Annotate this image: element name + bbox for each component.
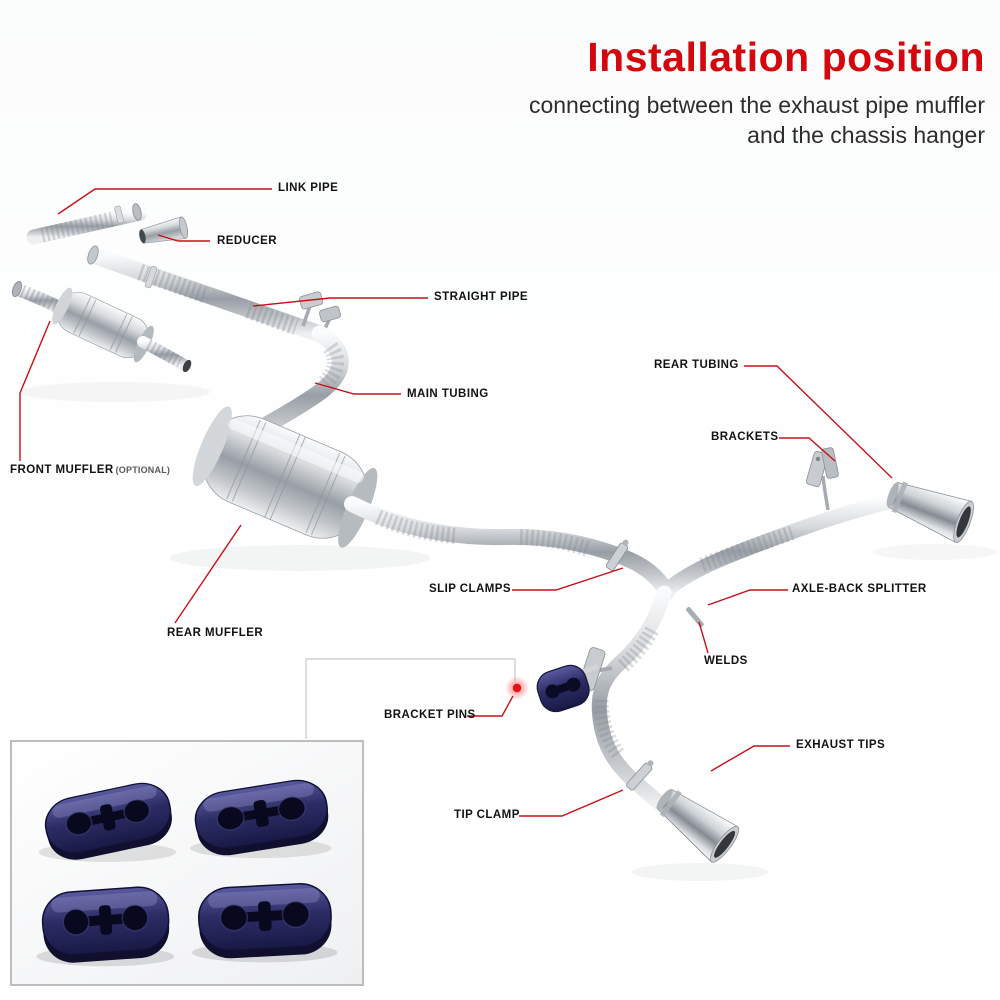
leader-front-muffler [19,320,51,461]
label-link-pipe: LINK PIPE [278,182,339,194]
weld-seam [686,606,704,627]
label-rear-muffler: REAR MUFFLER [167,627,264,639]
label-front-muffler-optional: (OPTIONAL) [115,465,171,475]
leader-rear-tubing [744,365,893,479]
intermediate-pipe-part [344,496,675,600]
label-tip-clamp: TIP CLAMP [454,809,520,821]
upper-bracket-part [805,447,839,511]
bracket-pin-hanger-part [536,664,590,713]
straight-pipe-part [84,245,329,343]
leader-lines [19,188,893,817]
label-straight-pipe: STRAIGHT PIPE [434,291,529,303]
rubber-hangers-image [36,775,338,967]
label-exhaust-tips: EXHAUST TIPS [796,739,886,751]
subtitle-line-1: connecting between the exhaust pipe muff… [528,92,985,118]
label-slip-clamps: SLIP CLAMPS [429,583,512,595]
leader-link-pipe [57,188,272,215]
link-pipe-part [26,203,148,245]
leader-straight-pipe [252,297,428,307]
page-title: Installation position [587,34,985,80]
slip-clamp-part [605,539,629,571]
leader-slip-clamps [512,567,624,591]
exhaust-tip-upper-part [886,481,974,544]
exhaust-tip-lower-part [656,788,740,863]
rear-tubing-lower-part [591,585,704,812]
subtitle-line-2: and the chassis hanger [747,122,985,149]
bracket-pin-indicator-dot [505,676,529,700]
leader-brackets [779,437,836,462]
leader-main-tubing [314,382,401,395]
reducer-part [139,216,189,244]
label-front-muffler: FRONT MUFFLER(OPTIONAL) [10,464,171,476]
leader-welds [698,621,709,654]
page-subtitle: connecting between the exhaust pipe muff… [529,90,985,151]
leader-tip-clamp [519,789,624,817]
shadows [20,382,997,881]
hanger-inset-box [10,740,364,986]
rear-tubing-upper-part [656,492,906,601]
label-reducer: REDUCER [217,235,278,247]
label-welds: WELDS [704,655,748,667]
leader-exhaust-tips [710,745,790,772]
label-axle-back-splitter: AXLE-BACK SPLITTER [792,583,927,595]
label-brackets: BRACKETS [711,431,779,443]
leader-axle-back-splitter [707,589,788,606]
leader-bracket-pins [467,695,514,717]
tip-clamp-part [626,760,654,791]
leader-rear-muffler [174,524,242,624]
front-muffler-part [10,280,192,373]
label-rear-tubing: REAR TUBING [654,359,739,371]
rubber-hanger-image [196,881,334,961]
rubber-hanger-image [39,884,172,966]
label-bracket-pins: BRACKET PINS [384,709,476,721]
label-main-tubing: MAIN TUBING [407,388,489,400]
leader-reducer [157,234,210,242]
inset-connector-line [305,658,516,739]
